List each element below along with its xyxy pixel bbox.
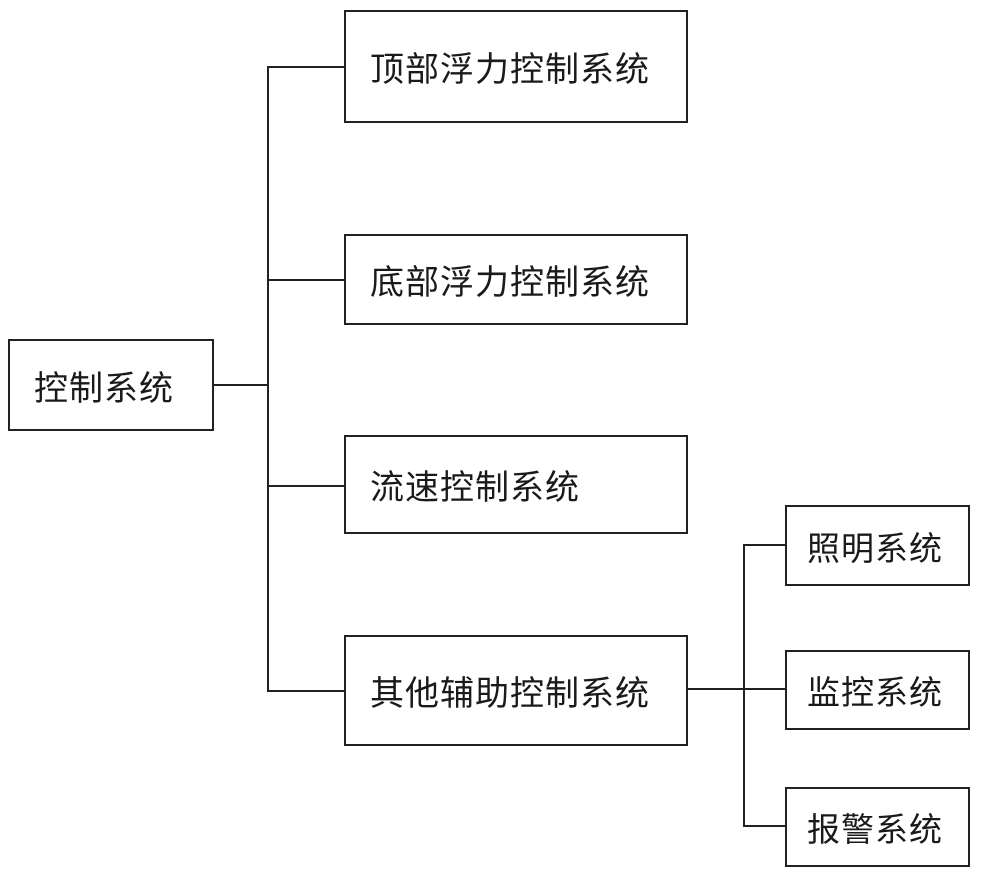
node-top-buoyancy-control: 顶部浮力控制系统 (344, 10, 688, 123)
node-flow-speed-control: 流速控制系统 (344, 435, 688, 534)
connector-branch-top-buoyancy (267, 66, 345, 68)
connector-auxiliary-to-trunk (687, 688, 745, 690)
connector-branch-monitoring (743, 688, 786, 690)
node-alarm-system: 报警系统 (785, 787, 970, 867)
connector-branch-lighting (743, 544, 786, 546)
connector-branch-auxiliary (267, 690, 345, 692)
connector-branch-bottom-buoyancy (267, 279, 345, 281)
connector-branch-flow-speed (267, 485, 345, 487)
connector-main-trunk (267, 66, 269, 692)
root-node-control-system: 控制系统 (8, 339, 214, 431)
node-auxiliary-control: 其他辅助控制系统 (344, 635, 688, 746)
node-monitoring-system: 监控系统 (785, 650, 970, 730)
node-lighting-system: 照明系统 (785, 505, 970, 586)
node-bottom-buoyancy-control: 底部浮力控制系统 (344, 234, 688, 325)
connector-auxiliary-trunk (743, 544, 745, 827)
connector-branch-alarm (743, 825, 786, 827)
connector-root-to-trunk (212, 384, 269, 386)
